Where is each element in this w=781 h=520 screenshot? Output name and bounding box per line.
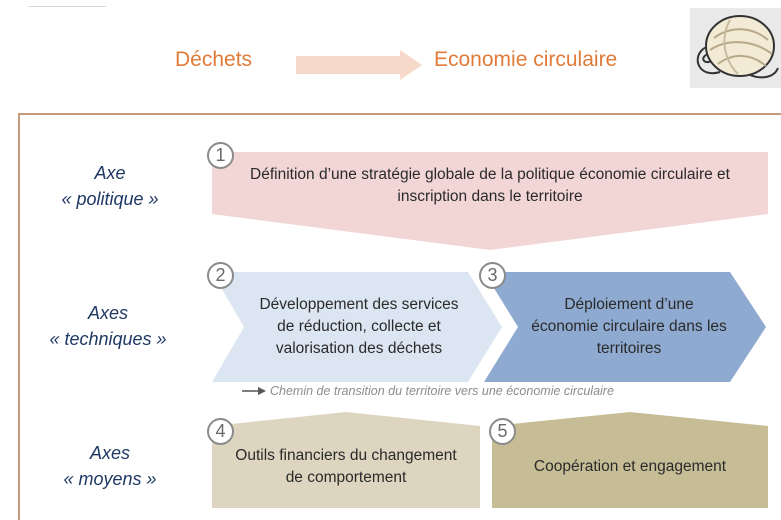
yarn-ball-illustration — [690, 8, 781, 88]
step-4-shape: Outils financiers du changement de compo… — [212, 412, 480, 508]
transition-note: Chemin de transition du territoire vers … — [270, 384, 614, 398]
step-4-number: 4 — [207, 418, 234, 445]
axis-means-label: Axes « moyens » — [63, 443, 157, 489]
step-1-text: Définition d’une stratégie globale de la… — [250, 166, 730, 205]
step-3-shape: Déploiement d’une économie circulaire da… — [484, 272, 766, 382]
transition-arrow-icon — [242, 387, 266, 395]
step-3-number: 3 — [479, 262, 506, 289]
step-5-shape: Coopération et engagement — [492, 412, 768, 508]
step-2-text: Développement des services de réduction,… — [259, 296, 459, 357]
top-divider-line — [28, 6, 106, 7]
step-1-shape: Définition d’une stratégie globale de la… — [212, 152, 768, 250]
diagram-frame — [18, 113, 781, 520]
axis-political-label: Axe « politique » — [61, 163, 159, 209]
header-to-label: Economie circulaire — [434, 48, 618, 71]
header-from-label: Déchets — [175, 48, 253, 71]
step-5-text: Coopération et engagement — [533, 458, 727, 475]
step-2-number: 2 — [207, 262, 234, 289]
step-5-number: 5 — [489, 418, 516, 445]
step-4-text: Outils financiers du changement de compo… — [235, 447, 457, 486]
header-arrow-icon — [296, 50, 422, 80]
step-1-number: 1 — [207, 142, 234, 169]
step-2-shape: Développement des services de réduction,… — [212, 272, 502, 382]
axis-technical-label: Axes « techniques » — [49, 303, 167, 349]
step-3-text: Déploiement d’une économie circulaire da… — [531, 296, 727, 357]
